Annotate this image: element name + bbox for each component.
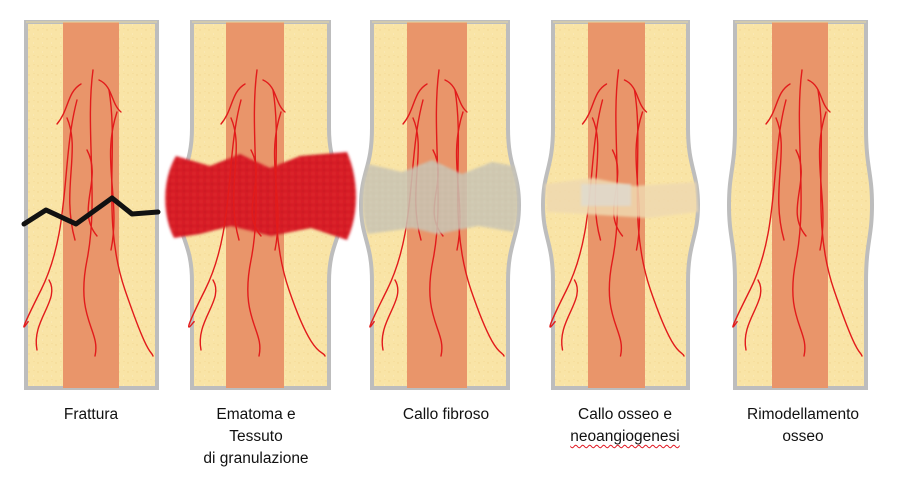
caption-ematoma-line-3: di granulazione	[203, 450, 309, 467]
frattura-vessel-7	[98, 79, 122, 113]
callo-fibroso-vessel-1	[369, 99, 424, 328]
marrow-frattura	[63, 22, 119, 388]
caption-rimodellamento: Rimodellamento osseo	[713, 404, 893, 448]
fracture-line	[21, 195, 161, 227]
callo-fibroso-vessel-3	[454, 89, 505, 357]
ematoma-vessel-3	[272, 89, 326, 357]
ematoma-vessel-1	[188, 99, 242, 328]
rimodellamento-vessel-3	[817, 89, 863, 357]
callo-osseo-vessel-8	[581, 83, 608, 125]
callo-osseo-vessel-2	[608, 69, 623, 357]
callo-osseo-vessel-1	[549, 99, 604, 328]
frattura-vessel-6	[86, 149, 98, 237]
callo-osseo-vessel-9	[561, 279, 578, 351]
frattura-vessel-3	[108, 89, 154, 357]
marrow-rimodellamento	[772, 22, 828, 388]
frattura-vessel-2	[83, 69, 97, 357]
callo-osseo-vessel-7	[623, 79, 648, 113]
callo-osseo-vessel-5	[635, 111, 644, 251]
caption-frattura: Frattura	[1, 404, 181, 426]
ematoma-vessel-8	[220, 83, 246, 125]
frattura-vessel-1	[23, 99, 78, 328]
callo-fibroso-vessel-9	[381, 279, 399, 351]
caption-callo-fibroso: Callo fibroso	[356, 404, 536, 426]
caption-ematoma-line-2: Tessuto	[229, 428, 283, 445]
caption-ematoma-line-1: Ematoma e	[216, 406, 296, 423]
frattura-vessel-5	[109, 111, 118, 251]
rimodellamento-vessel-7	[807, 79, 831, 113]
rimodellamento-vessel-6	[795, 149, 807, 237]
callo-fibroso-vessel-8	[402, 83, 428, 125]
ematoma-vessel-7	[262, 79, 286, 113]
callo-fibroso-vessel-2	[429, 69, 443, 357]
rimodellamento-vessel-8	[765, 83, 791, 125]
ematoma-vessel-9	[199, 279, 217, 351]
callo-fibroso-vessel-7	[444, 79, 468, 113]
rimodellamento-vessel-4	[775, 117, 785, 241]
frattura-vessel-8	[56, 83, 82, 125]
frattura-vessel-9	[35, 279, 53, 351]
caption-callo-osseo: Callo osseo e neoangiogenesi	[535, 404, 715, 448]
caption-callo-osseo-line-2: neoangiogenesi	[570, 428, 680, 445]
caption-ematoma: Ematoma e Tessuto di granulazione	[166, 404, 346, 470]
panel-frattura	[21, 20, 161, 390]
residual-fibrous-patch	[581, 184, 631, 206]
panel-ematoma	[165, 20, 356, 390]
panel-callo-osseo	[540, 20, 701, 390]
panel-rimodellamento	[726, 20, 875, 390]
callo-osseo-vessel-4	[591, 117, 602, 241]
ematoma-vessel-6	[250, 149, 262, 237]
callo-osseo-vessel-3	[633, 89, 685, 357]
rimodellamento-vessel-9	[744, 279, 762, 351]
rimodellamento-vessel-2	[792, 69, 806, 357]
caption-frattura-line-1: Frattura	[63, 406, 119, 423]
ematoma-vessel-4	[230, 117, 240, 241]
caption-rimodellamento-line-1: Rimodellamento	[747, 406, 859, 423]
rimodellamento-vessel-5	[818, 111, 827, 251]
fibrous-callus	[362, 160, 519, 234]
panel-callo-fibroso	[358, 20, 522, 390]
rimodellamento-vessel-1	[732, 99, 787, 328]
caption-callo-fibroso-line-1: Callo fibroso	[402, 406, 490, 423]
caption-callo-osseo-line-1: Callo osseo e	[578, 406, 672, 423]
hematoma-mass	[165, 152, 356, 240]
caption-rimodellamento-line-2: osseo	[782, 428, 824, 445]
ematoma-vessel-5	[273, 111, 282, 251]
ematoma-vessel-2	[247, 69, 261, 357]
